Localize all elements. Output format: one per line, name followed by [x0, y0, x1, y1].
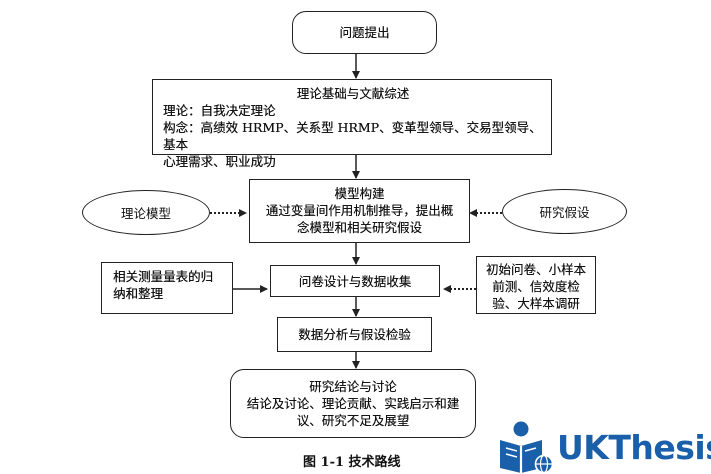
analysis-box: 数据分析与假设检验	[277, 317, 432, 352]
hypothesis-ellipse: 研究假设	[502, 189, 627, 234]
reader-globe-icon	[500, 421, 554, 474]
pretest-line-2: 前测、信效度检	[492, 279, 580, 294]
theory-title: 理论基础与文献综述	[296, 86, 410, 101]
model-line-1: 通过变量间作用机制推导，提出概	[265, 203, 454, 218]
theory-line-1: 理论：自我决定理论	[163, 103, 276, 118]
pretest-line-3: 验、大样本调研	[492, 296, 580, 311]
analysis-text: 数据分析与假设检验	[298, 327, 411, 342]
theory-box: 理论基础与文献综述 理论：自我决定理论 构念：高绩效 HRMP、关系型 HRMP…	[152, 79, 552, 169]
logo-text: UKThesis	[557, 427, 711, 467]
survey-text: 问卷设计与数据收集	[298, 273, 412, 289]
theory-line-2: 构念：高绩效 HRMP、关系型 HRMP、变革型领导、交易型领导、基本	[163, 120, 542, 152]
conclusion-box: 研究结论与讨论 结论及讨论、理论贡献、实践启示和建 议、研究不足及展望	[230, 369, 476, 438]
model-line-2: 念模型和相关研究假设	[296, 220, 422, 235]
theory-model-ellipse: 理论模型	[82, 190, 210, 235]
question-box: 问题提出	[292, 11, 437, 54]
pretest-line-1: 初始问卷、小样本	[485, 262, 586, 277]
uk-thesis-logo: UKThesis	[497, 420, 711, 474]
conclusion-title: 研究结论与讨论	[309, 379, 397, 394]
theory-line-3: 心理需求、职业成功	[163, 154, 276, 169]
question-text: 问题提出	[339, 25, 390, 40]
model-title: 模型构建	[334, 186, 385, 201]
scale-line-1: 相关测量量表的归	[113, 269, 214, 284]
model-box: 模型构建 通过变量间作用机制推导，提出概 念模型和相关研究假设	[249, 179, 470, 243]
theory-model-text: 理论模型	[120, 206, 171, 221]
pretest-box: 初始问卷、小样本 前测、信效度检 验、大样本调研	[476, 256, 596, 314]
survey-box: 问卷设计与数据收集	[270, 265, 440, 297]
scale-box: 相关测量量表的归 纳和整理	[101, 262, 233, 314]
scale-line-2: 纳和整理	[113, 286, 164, 301]
conclusion-line-1: 结论及讨论、理论贡献、实践启示和建	[246, 396, 460, 411]
figure-caption: 图 1-1 技术路线	[303, 455, 401, 470]
conclusion-line-2: 议、研究不足及展望	[296, 413, 410, 428]
hypothesis-text: 研究假设	[539, 205, 590, 220]
